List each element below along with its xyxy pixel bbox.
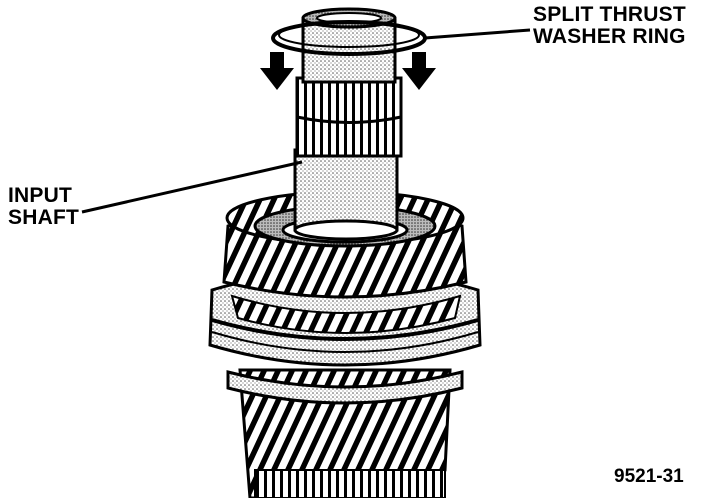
input-shaft-label: INPUT SHAFT — [8, 184, 79, 230]
washer-label-line1: SPLIT THRUST — [533, 3, 686, 26]
washer-leader-line — [424, 28, 531, 40]
down-arrow-left-icon — [260, 52, 294, 90]
input-label-line2: SHAFT — [8, 206, 79, 230]
split-thrust-washer-ring-label: SPLIT THRUST WASHER RING — [533, 3, 686, 49]
input-shaft — [293, 7, 403, 241]
down-arrow-right-icon — [402, 52, 436, 90]
input-label-line1: INPUT — [8, 184, 72, 207]
figure-number: 9521-31 — [614, 466, 684, 487]
lower-gear — [226, 368, 464, 498]
washer-label-line2: WASHER RING — [533, 25, 686, 49]
input-shaft-leader-line — [81, 160, 303, 214]
